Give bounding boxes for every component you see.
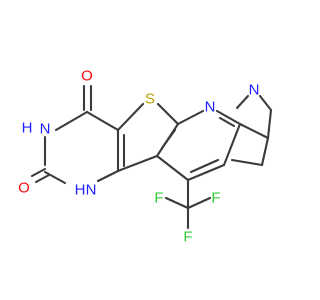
bond [222, 122, 242, 167]
bond [96, 169, 120, 183]
bond [116, 102, 145, 132]
fluorine-atom-label: F [211, 190, 220, 207]
bond [258, 94, 273, 112]
bond [266, 108, 273, 140]
bond [186, 163, 226, 182]
bond [235, 94, 250, 110]
bond [215, 109, 242, 126]
nitrogen-atom-label: N [86, 182, 97, 199]
sulfur-atom-label: S [145, 91, 155, 108]
bond [218, 116, 236, 128]
bond [238, 122, 270, 140]
oxygen-atom-label: O [81, 68, 93, 85]
bond [43, 170, 67, 185]
hydrogen-atom-label: H [75, 182, 86, 199]
atom-labels: O O S N N H N H N F F F [18, 68, 259, 246]
bond [155, 154, 190, 182]
nitrogen-atom-label: N [249, 82, 260, 99]
bond [164, 196, 190, 210]
bond [30, 167, 47, 178]
bond [160, 128, 177, 150]
fluorine-atom-label: F [154, 190, 163, 207]
oxygen-atom-label: O [18, 180, 30, 197]
bond [189, 158, 220, 174]
hydrogen-atom-label: H [22, 120, 33, 137]
bond [230, 158, 264, 167]
bond [116, 154, 159, 173]
bond [186, 196, 212, 210]
bond [176, 109, 205, 126]
nitrogen-atom-label: N [40, 121, 51, 138]
nitrogen-atom-label: N [205, 99, 216, 116]
molecule-structure-diagram: O O S N N H N H N F F F [18, 68, 273, 246]
bond [54, 110, 89, 132]
bond [34, 173, 51, 184]
bond [156, 102, 180, 126]
bonds [30, 84, 273, 230]
bond [260, 136, 270, 167]
bond [85, 110, 120, 132]
fluorine-atom-label: F [183, 229, 192, 246]
